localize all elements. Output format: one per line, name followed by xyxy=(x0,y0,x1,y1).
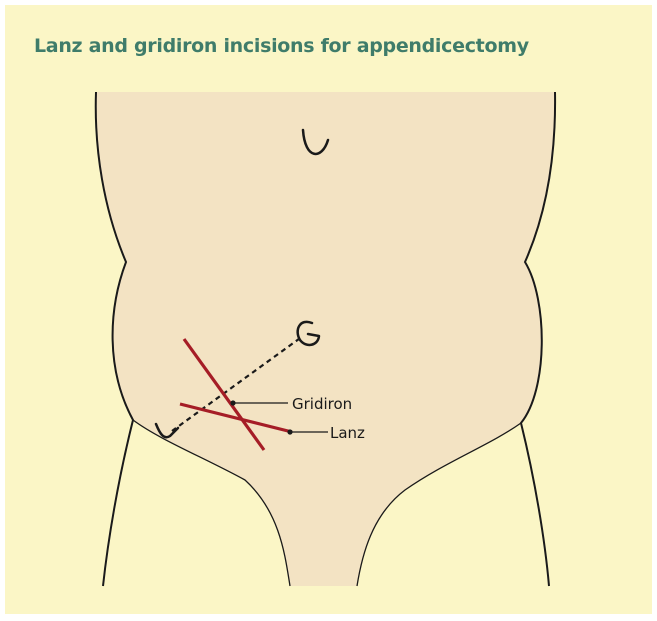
torso-skin xyxy=(96,92,555,586)
gridiron-label: Gridiron xyxy=(292,395,352,413)
lanz-label: Lanz xyxy=(330,424,365,442)
